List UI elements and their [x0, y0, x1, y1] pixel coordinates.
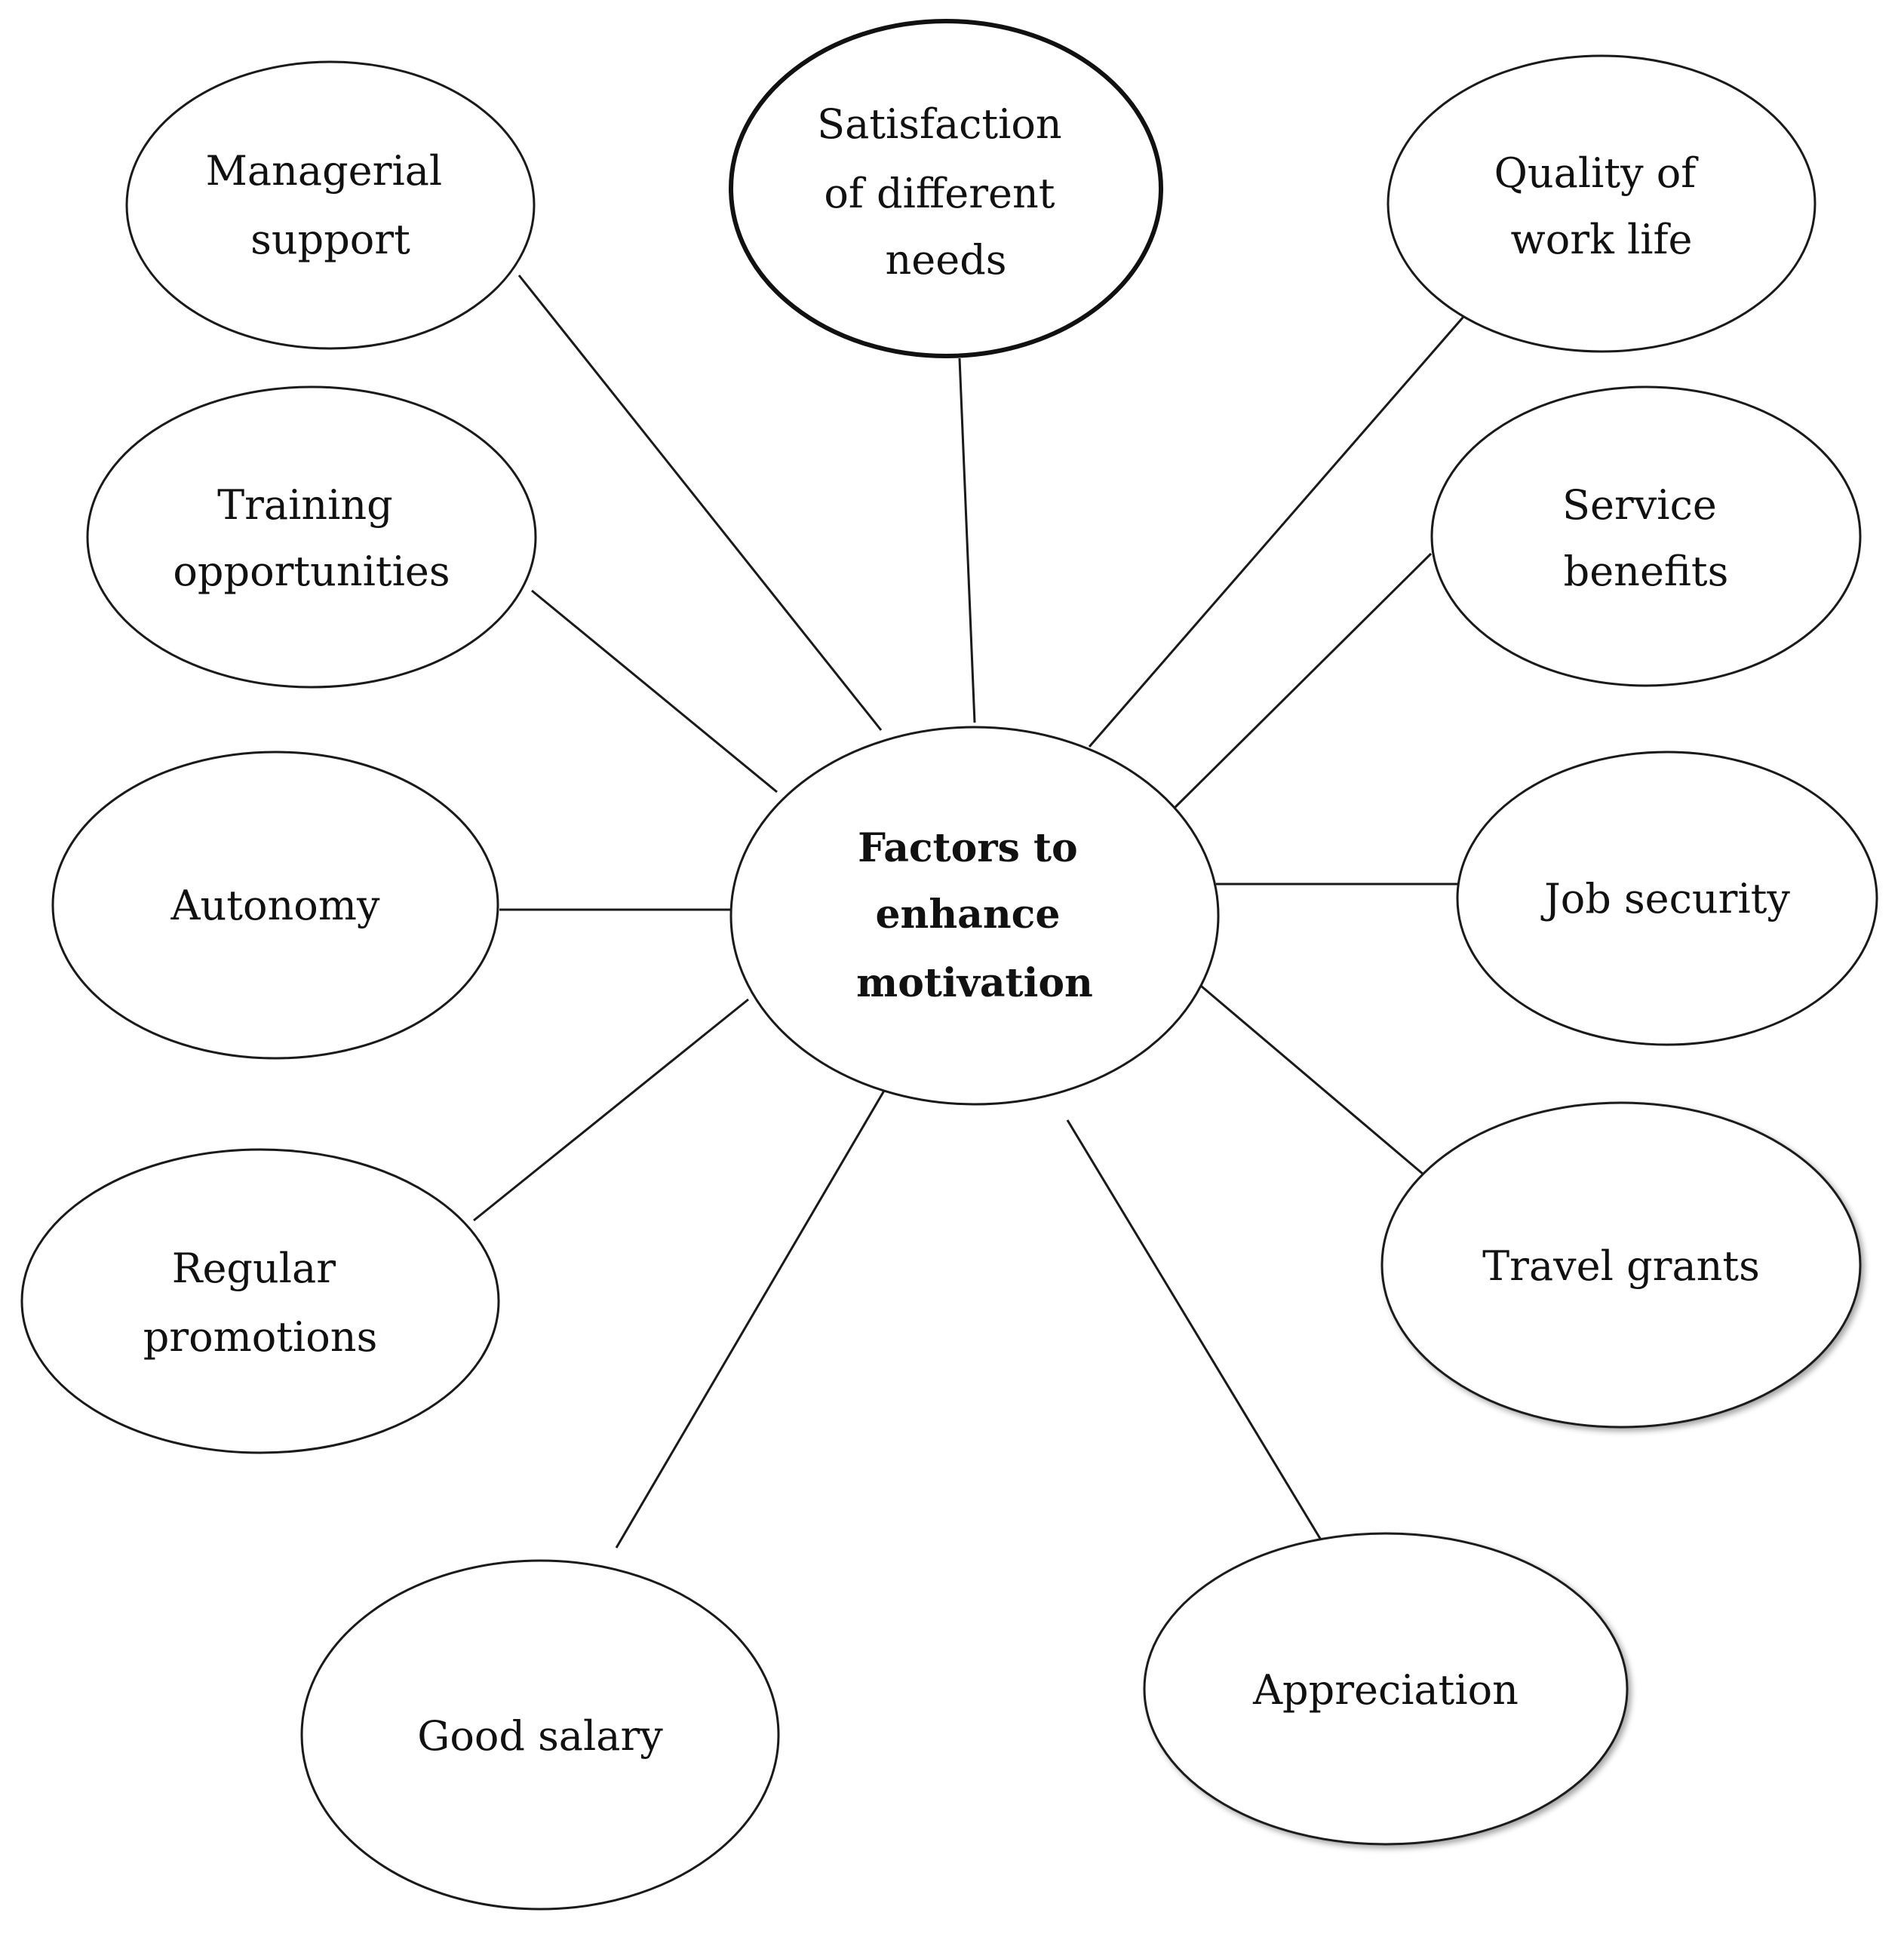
node-ellipse [1380, 1101, 1862, 1429]
node-good-salary: Good salary [300, 1559, 780, 1911]
node-ellipse [1387, 54, 1816, 353]
connector-managerial-support [517, 275, 883, 731]
center-label: Factors to enhance motivation [856, 825, 1093, 1006]
connector-travel-grants [1200, 984, 1424, 1176]
connector-good-salary [615, 1090, 886, 1549]
center-ellipse [729, 726, 1220, 1106]
node-label: Regular promotions [143, 1245, 378, 1361]
node-managerial-support: Managerial support [125, 60, 536, 350]
node-ellipse [125, 60, 536, 350]
node-ellipse [1456, 751, 1878, 1046]
node-label: Satisfaction of different needs [817, 100, 1075, 284]
node-label: Quality of work life [1494, 149, 1709, 263]
node-ellipse [729, 19, 1163, 358]
connector-appreciation [1066, 1119, 1325, 1546]
node-service-benefits: Service benefits [1430, 385, 1862, 687]
node-training-opportunities: Training opportunities [86, 385, 537, 689]
node-regular-promotions: Regular promotions [20, 1148, 500, 1454]
node-ellipse [51, 751, 499, 1060]
node-quality-of-work-life: Quality of work life [1387, 54, 1816, 353]
node-autonomy: Autonomy [51, 751, 499, 1060]
node-ellipse [1143, 1532, 1629, 1846]
node-label: Appreciation [1252, 1666, 1519, 1714]
node-label: Managerial support [206, 147, 456, 263]
node-label: Good salary [417, 1712, 663, 1760]
connector-training-opportunities [531, 589, 778, 794]
connector-regular-promotions [473, 998, 749, 1222]
node-label: Travel grants [1482, 1242, 1760, 1290]
center-node: Factors to enhance motivation [729, 726, 1220, 1106]
connector-satisfaction-of-needs [958, 358, 976, 723]
node-appreciation: Appreciation [1143, 1532, 1629, 1846]
node-label: Service benefits [1562, 481, 1730, 595]
node-satisfaction-of-needs: Satisfaction of different needs [729, 19, 1163, 358]
node-label: Job security [1540, 875, 1790, 922]
node-job-security: Job security [1456, 751, 1878, 1046]
node-label: Autonomy [170, 882, 380, 929]
node-ellipse [20, 1148, 500, 1454]
node-ellipse [300, 1559, 780, 1911]
node-ellipse [86, 385, 537, 689]
node-label: Training opportunities [173, 481, 450, 595]
node-ellipse [1430, 385, 1862, 687]
connector-service-benefits [1172, 552, 1433, 810]
node-travel-grants: Travel grants [1380, 1101, 1862, 1429]
connector-lines [473, 275, 1465, 1549]
connector-quality-of-work-life [1088, 316, 1465, 747]
